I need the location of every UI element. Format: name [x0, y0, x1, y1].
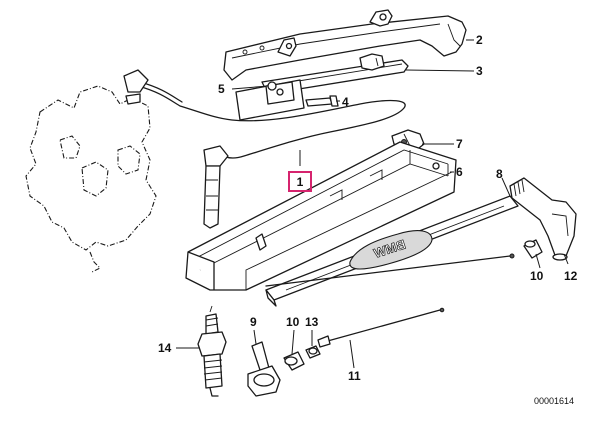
part-12-plug-connector [509, 177, 577, 261]
part-11-rod-upper [265, 253, 515, 287]
callout-4[interactable]: 4 [342, 95, 349, 109]
part-6-cable-duct [185, 141, 457, 291]
callout-13[interactable]: 13 [305, 315, 319, 329]
part-8-cover-plate: BMW [265, 195, 519, 307]
callout-5[interactable]: 5 [218, 82, 225, 96]
callout-10-lower[interactable]: 10 [286, 315, 300, 329]
engine-outline [25, 85, 157, 273]
callout-labels: 1 2 3 4 5 6 7 8 9 10 10 11 12 13 14 [158, 33, 578, 383]
part-10-sleeve-right [523, 239, 543, 259]
callout-10-right[interactable]: 10 [530, 269, 544, 283]
callout-1[interactable]: 1 [297, 175, 304, 189]
part-10-sleeve-lower [283, 351, 305, 371]
part-14-spark-plug [197, 305, 227, 397]
callout-6[interactable]: 6 [456, 165, 463, 179]
part-4-bolt [305, 95, 339, 107]
callout-12[interactable]: 12 [564, 269, 578, 283]
callout-3[interactable]: 3 [476, 64, 483, 78]
part-2-upper-cover [223, 9, 467, 81]
part-1-ignition-cable [123, 69, 406, 229]
part-13-ring [305, 345, 321, 359]
part-5-holder [235, 79, 305, 121]
part-9-plug-boot [247, 341, 281, 397]
part-11-rod-lower [317, 307, 445, 348]
leader-lines [176, 39, 569, 369]
document-number: 00001614 [534, 396, 574, 406]
callout-1-highlight-box [288, 171, 312, 192]
callout-14[interactable]: 14 [158, 341, 172, 355]
callout-7[interactable]: 7 [456, 137, 463, 151]
callout-2[interactable]: 2 [476, 33, 483, 47]
callout-9[interactable]: 9 [250, 315, 257, 329]
callout-8[interactable]: 8 [496, 167, 503, 181]
callout-11[interactable]: 11 [348, 369, 361, 383]
